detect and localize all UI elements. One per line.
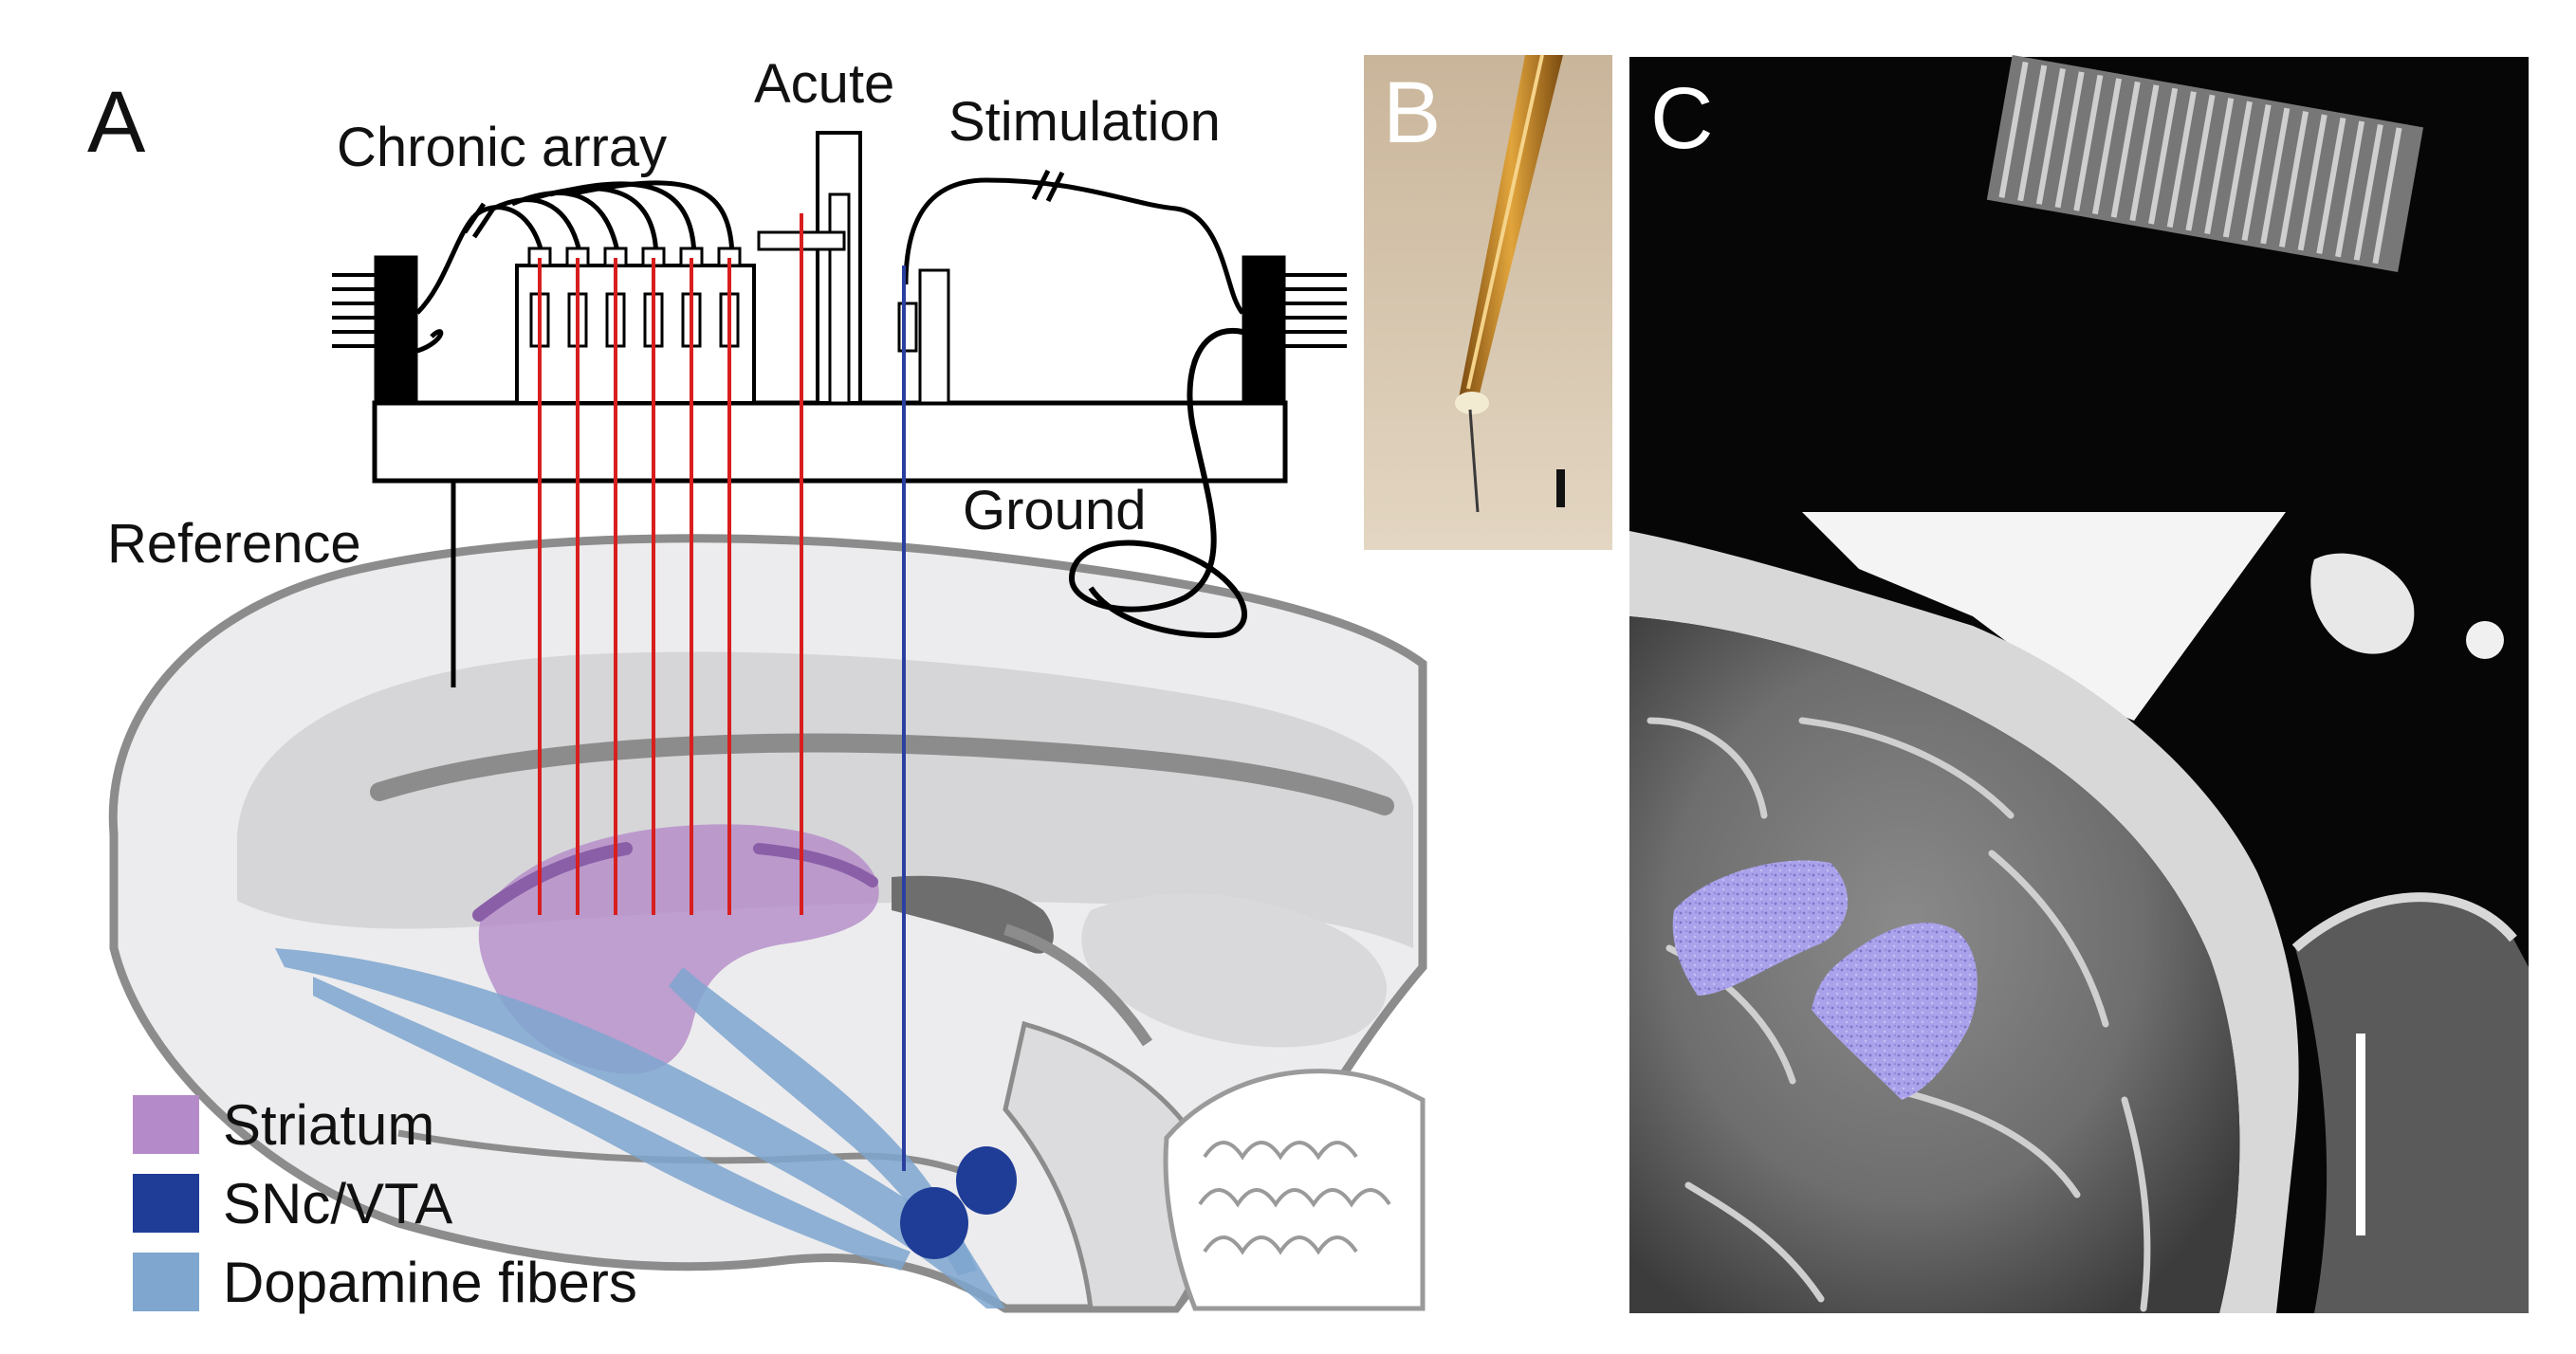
left-connector-pins xyxy=(332,273,375,348)
snc-vta-region xyxy=(956,1146,1017,1215)
label-acute: Acute xyxy=(754,53,894,115)
legend-label-striatum: Striatum xyxy=(223,1093,434,1157)
mri-striatum-highlight xyxy=(1812,923,1978,1100)
electrode-rod-highlight xyxy=(1466,54,1544,390)
legend-swatch-striatum xyxy=(133,1095,199,1154)
recording-electrodes xyxy=(538,213,803,915)
left-connector-block xyxy=(374,255,418,404)
legend-label-snc-vta: SNc/VTA xyxy=(223,1172,452,1235)
label-stimulation: Stimulation xyxy=(948,91,1221,153)
label-reference: Reference xyxy=(107,513,361,575)
legend-swatch-dopamine-fibers xyxy=(133,1253,199,1311)
mri-sulci xyxy=(1647,717,2151,1312)
panel-c: C xyxy=(1629,54,2529,1313)
panel-a: A xyxy=(87,53,1427,1314)
cerebellum-folia xyxy=(1198,1141,1391,1255)
mri-bright-spot xyxy=(2310,553,2415,654)
legend: Striatum SNc/VTA Dopamine fibers xyxy=(133,1093,637,1314)
mri-temporal-rim xyxy=(2291,892,2517,952)
thalamus xyxy=(1081,893,1388,1048)
mri-striatum-highlight xyxy=(1672,860,1849,996)
panel-letter-a: A xyxy=(87,74,146,171)
scale-bar-b xyxy=(1556,469,1565,507)
dopamine-fiber-bundle xyxy=(313,977,911,1271)
chronic-array-wires xyxy=(415,180,735,354)
mri-grid-lines xyxy=(1998,61,2402,265)
legend-label-dopamine-fibers: Dopamine fibers xyxy=(223,1251,637,1314)
acute-drive-inner xyxy=(828,192,851,405)
ground-wire xyxy=(1068,327,1247,639)
dopamine-fiber-bundle xyxy=(669,967,977,1275)
striatum-dark-edge xyxy=(472,842,633,922)
mri-skull-rim xyxy=(1629,531,2299,1313)
label-ground: Ground xyxy=(963,480,1146,541)
stimulation-cable xyxy=(903,169,1244,315)
electrode-tip-bead xyxy=(1455,392,1489,414)
implant-hardware xyxy=(332,131,1347,484)
right-connector-pins xyxy=(1285,273,1347,348)
dopamine-fibers xyxy=(275,948,1005,1308)
implant-base-plate xyxy=(372,400,1288,484)
scale-bar-c xyxy=(2356,1034,2365,1235)
mri-marker xyxy=(2466,621,2504,659)
striatum-dark-edge-right xyxy=(753,843,878,887)
stim-drive-inner xyxy=(897,302,918,353)
mri-temporal-lobe xyxy=(2295,897,2529,1313)
electrode-microwire xyxy=(1468,409,1480,513)
chronic-array-housing xyxy=(515,264,756,405)
panel-b: B xyxy=(1364,54,1612,550)
legend-swatch-snc-vta xyxy=(133,1174,199,1233)
corpus-callosum xyxy=(370,733,1394,815)
label-chronic-array: Chronic array xyxy=(337,117,667,178)
mri-bright-wedge xyxy=(1802,512,2286,721)
panel-letter-b: B xyxy=(1383,64,1441,161)
fornix xyxy=(1003,924,1152,1047)
snc-vta-region xyxy=(900,1187,968,1259)
stim-drive-housing xyxy=(918,268,950,405)
right-connector-block xyxy=(1242,255,1286,404)
panel-letter-c: C xyxy=(1650,70,1713,167)
